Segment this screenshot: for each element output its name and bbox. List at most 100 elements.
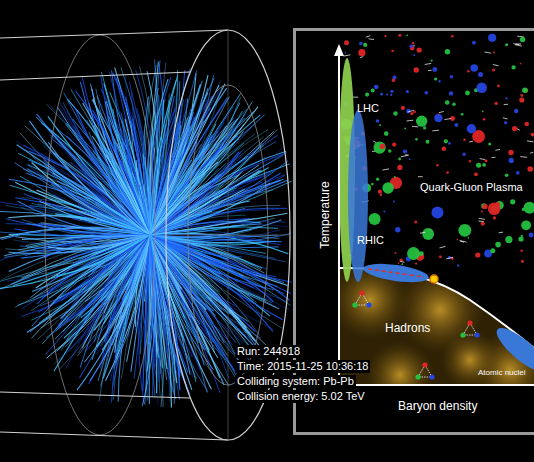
quark-dot [393,111,397,115]
track [92,136,150,235]
track [150,235,190,394]
track [150,181,292,235]
quark-dot [516,171,520,175]
quark-dot [407,247,420,260]
hadrons-label: Hadrons [385,322,430,336]
quark-dot [417,47,422,52]
quark-dot [509,158,514,163]
quark-dot [482,204,487,209]
track [0,235,150,288]
quark-dot [345,52,347,54]
gluon-streak [460,241,466,243]
quark-dot [380,144,385,149]
quark-dot [451,35,454,38]
quark-dot [514,109,518,113]
quark-dot [510,199,515,204]
quark-dot [422,362,427,367]
track [150,235,214,343]
track [18,235,150,305]
quark-dot [388,149,391,152]
track [147,235,154,371]
gluon-streak [480,159,485,160]
track [32,235,150,292]
quark-dot [467,70,469,72]
quark-dot [485,159,488,162]
quark-dot [531,133,534,137]
gluon-streak [503,118,508,119]
track [150,85,223,235]
quark-dot [529,233,534,238]
quark-dot [436,164,438,166]
quark-dot [488,34,496,42]
dashed-line [368,269,424,277]
quark-dot [482,163,486,167]
quark-dot [393,76,397,80]
quark-dot [415,374,420,379]
quark-dot [481,211,483,213]
track [55,235,150,302]
quark-dot [398,262,400,264]
quark-dot [495,102,498,105]
quark-dot [406,90,409,93]
quark-dot [395,227,400,232]
quark-dot [505,97,507,99]
track [61,235,150,319]
quark-dot [497,85,500,88]
quark-dot [492,69,495,72]
quark-dot [493,216,496,219]
low-energy-region [362,260,430,285]
quark-dot [450,75,453,78]
quark-dot [472,41,476,45]
quark-dot [404,127,406,129]
quark-dot [519,97,524,102]
quark-dot [490,248,495,253]
quark-dot [365,93,369,97]
quark-dot [524,202,534,214]
quark-dot [505,236,512,243]
panel-frame [295,30,534,434]
lhc-label: LHC [357,102,379,115]
gluon-streak [492,157,496,158]
quark-dot [344,40,349,45]
gluon-streak [527,140,533,142]
quark-dot [397,165,402,170]
track [150,235,222,274]
quark-dot [521,220,531,230]
quark-dot [415,263,417,265]
quark-dot [445,100,450,105]
track [113,73,150,235]
quark-dot [392,143,396,147]
quark-dot [505,173,509,177]
quark-dot [363,43,367,47]
gluon-streak [410,45,415,47]
quark-dot [465,91,470,96]
rhic-label: RHIC [357,234,384,247]
qgp-label: Quark-Gluon Plasma [420,181,523,194]
quark-dot [390,94,392,96]
quark-dot [401,263,403,265]
track [8,235,150,253]
quark-dot [416,119,420,123]
track [150,235,196,293]
gluon-streak [446,257,453,259]
gluon-streak [440,246,446,248]
track [13,235,150,286]
gluon-streak [516,44,522,45]
nuclei-label: Atomic nuclei [478,368,526,377]
quark-dot [504,121,507,124]
track [24,194,150,235]
quark-dot [445,49,450,54]
quark-dot [488,203,501,216]
quark-dot [406,34,408,36]
track [61,235,150,301]
quark-dot [508,150,513,155]
quark-dot [463,139,465,141]
quark-dot [439,256,442,259]
critical-point [430,275,438,283]
gluon-streak [360,57,364,58]
track [150,161,288,235]
quark-dot [467,124,476,133]
quark-dot [398,34,401,37]
quark-dot [505,43,508,46]
quark-dot [495,242,501,248]
